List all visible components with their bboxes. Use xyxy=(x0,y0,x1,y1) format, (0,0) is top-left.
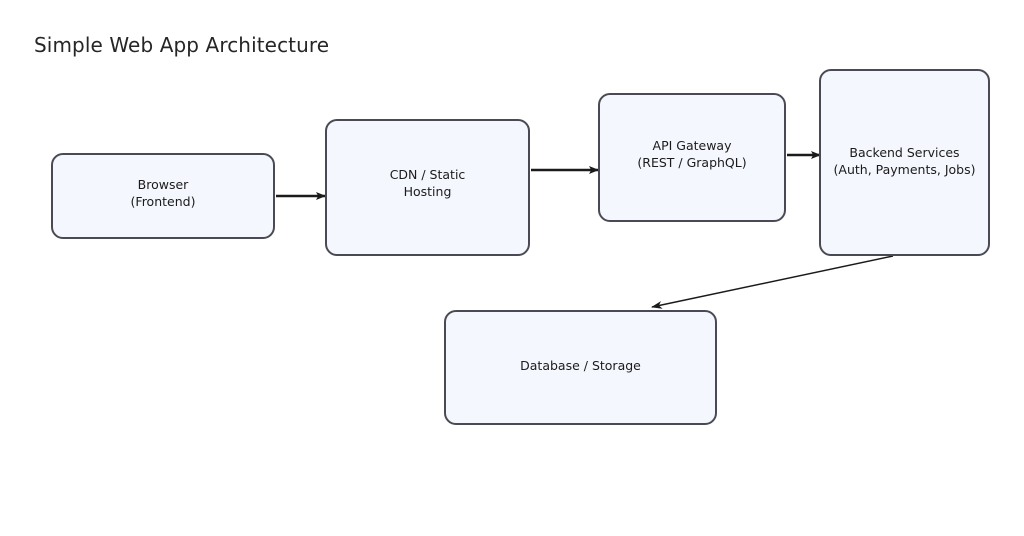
node-browser-label: Browser (Frontend) xyxy=(131,176,196,210)
edge-backend-to-database xyxy=(651,255,894,309)
node-cdn-static-hosting[interactable]: CDN / Static Hosting xyxy=(325,119,530,256)
node-cdn-label-line1: CDN / Static xyxy=(389,166,466,182)
node-browser-label-line1: Browser xyxy=(137,177,189,192)
node-cdn-label: CDN / Static Hosting xyxy=(390,166,466,200)
node-api-label: API Gateway (REST / GraphQL) xyxy=(637,137,746,171)
node-cdn-label-line2: Hosting xyxy=(403,183,452,199)
node-database-storage[interactable]: Database / Storage xyxy=(444,310,717,425)
node-api-label-line2: (REST / GraphQL) xyxy=(637,154,747,170)
node-api-label-line1: API Gateway xyxy=(652,137,732,153)
page-title: Simple Web App Architecture xyxy=(34,33,330,57)
node-backend-label: Backend Services (Auth, Payments, Jobs) xyxy=(834,144,976,178)
node-backend-label-line2: (Auth, Payments, Jobs) xyxy=(833,161,976,177)
node-backend-label-line1: Backend Services xyxy=(849,144,960,160)
node-browser-label-line2: (Frontend) xyxy=(130,194,196,209)
node-api-gateway[interactable]: API Gateway (REST / GraphQL) xyxy=(598,93,786,222)
node-backend-services[interactable]: Backend Services (Auth, Payments, Jobs) xyxy=(819,69,990,256)
node-database-label: Database / Storage xyxy=(520,358,641,373)
node-browser[interactable]: Browser (Frontend) xyxy=(51,153,275,239)
